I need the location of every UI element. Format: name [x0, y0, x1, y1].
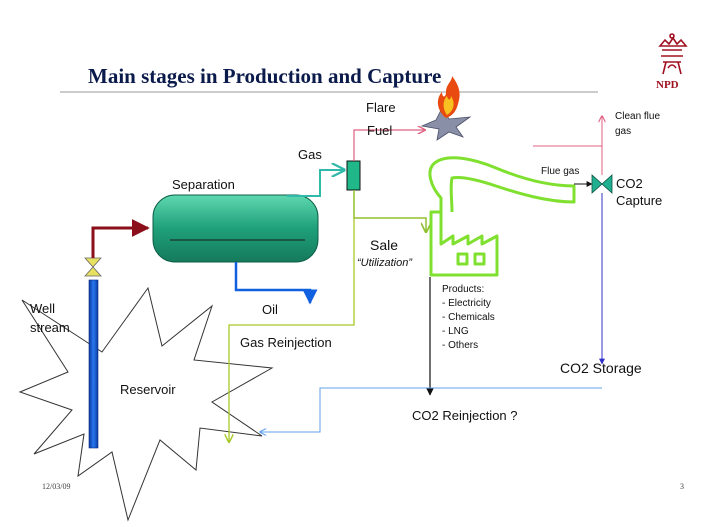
gas-line — [287, 170, 344, 197]
co2-capture-valve-icon — [591, 174, 613, 194]
separator-vessel — [152, 194, 319, 263]
footer-date: 12/03/09 — [42, 482, 70, 491]
npd-logo: NPD — [656, 33, 688, 91]
reservoir-shape — [18, 286, 274, 522]
separation-label: Separation — [172, 177, 235, 192]
inlet-valve-icon — [84, 257, 102, 277]
sale-label: Sale — [370, 237, 398, 253]
well-stream-label-line1: Well — [30, 301, 55, 316]
npd-logo-text: NPD — [656, 79, 679, 91]
page-title: Main stages in Production and Capture — [88, 64, 441, 88]
gas-splitter-box — [346, 160, 361, 191]
gas-to-plant-line — [353, 190, 426, 232]
products-item-others: - Others — [442, 340, 478, 351]
co2-storage-label: CO2 Storage — [560, 360, 642, 376]
co2-reinjection-line — [260, 387, 602, 432]
products-item-chemicals: - Chemicals — [442, 312, 495, 323]
footer-page-number: 3 — [680, 482, 684, 491]
oil-line — [234, 262, 318, 305]
gas-label: Gas — [298, 147, 322, 162]
fuel-label: Fuel — [367, 123, 392, 138]
flame-icon — [437, 76, 460, 118]
inlet-line — [91, 219, 150, 258]
gas-reinjection-label: Gas Reinjection — [240, 335, 332, 350]
oil-label: Oil — [262, 302, 278, 317]
products-item-electricity: - Electricity — [442, 298, 491, 309]
flue-gas-label: Flue gas — [541, 166, 579, 177]
co2-reinjection-label: CO2 Reinjection ? — [412, 408, 518, 423]
flare-label: Flare — [366, 100, 396, 115]
products-heading: Products: — [442, 284, 484, 295]
utilization-label: “Utilization” — [357, 257, 413, 269]
gas-reinjection-line — [229, 218, 355, 442]
fuel-line — [353, 130, 425, 161]
co2-capture-label-line2: Capture — [616, 193, 662, 208]
well-pipe — [88, 279, 99, 449]
flare-star-icon — [420, 107, 472, 141]
crown-icon — [658, 33, 688, 75]
factory-icon — [428, 156, 576, 277]
clean-flue-gas-label-line2: gas — [615, 126, 631, 137]
co2-capture-label-line1: CO2 — [616, 176, 643, 191]
reservoir-label: Reservoir — [120, 382, 176, 397]
products-item-lng: - LNG — [442, 326, 469, 337]
well-stream-label-line2: stream — [30, 320, 70, 335]
clean-flue-gas-label-line1: Clean flue — [615, 111, 660, 122]
